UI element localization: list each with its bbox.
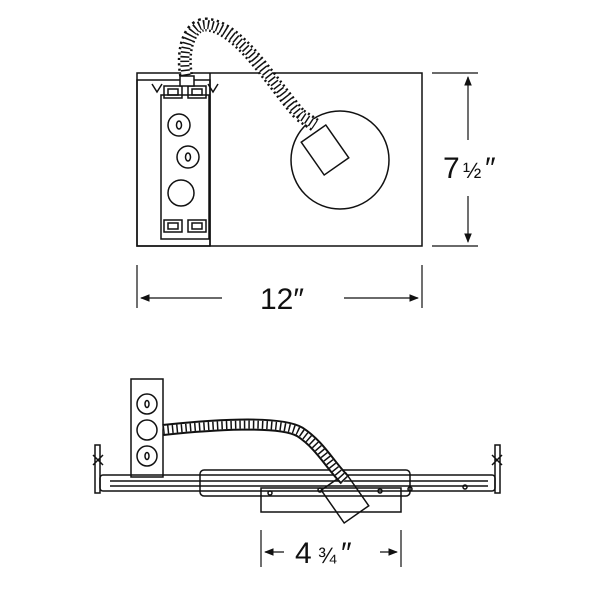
- trim-housing: [260, 487, 402, 513]
- depth-label-whole: 4: [295, 537, 312, 570]
- side-lamp-socket: [320, 471, 370, 525]
- junction-box-outline: [136, 79, 211, 247]
- height-label-fraction: ½: [463, 158, 481, 183]
- hanger-bracket-right: [491, 444, 503, 494]
- width-dimension: 12″: [136, 265, 423, 316]
- knockout-3: [167, 179, 195, 207]
- depth-label-fraction: ¾: [318, 543, 337, 568]
- height-label-unit: ″: [485, 152, 496, 185]
- width-label: 12″: [260, 283, 304, 316]
- flex-conduit-side: [162, 420, 348, 483]
- top-view: [136, 17, 423, 247]
- side-view: [92, 378, 503, 525]
- height-dimension: 7 ½ ″: [432, 72, 496, 247]
- junction-clip-bottom-right: [187, 219, 207, 233]
- junction-clip-bottom-left: [163, 219, 183, 233]
- height-label-whole: 7: [443, 152, 460, 185]
- junction-clip-top-left: [163, 85, 183, 99]
- hanger-bracket-left: [92, 444, 104, 494]
- depth-dimension: 4 ¾ ″: [260, 530, 402, 570]
- knockout-2: [176, 145, 200, 169]
- lamp-socket: [300, 123, 350, 177]
- aperture-circle: [290, 110, 390, 210]
- knockout-1: [167, 113, 191, 137]
- depth-label-unit: ″: [341, 537, 352, 570]
- junction-box-inner: [160, 94, 210, 240]
- junction-clip-top-right: [187, 85, 207, 99]
